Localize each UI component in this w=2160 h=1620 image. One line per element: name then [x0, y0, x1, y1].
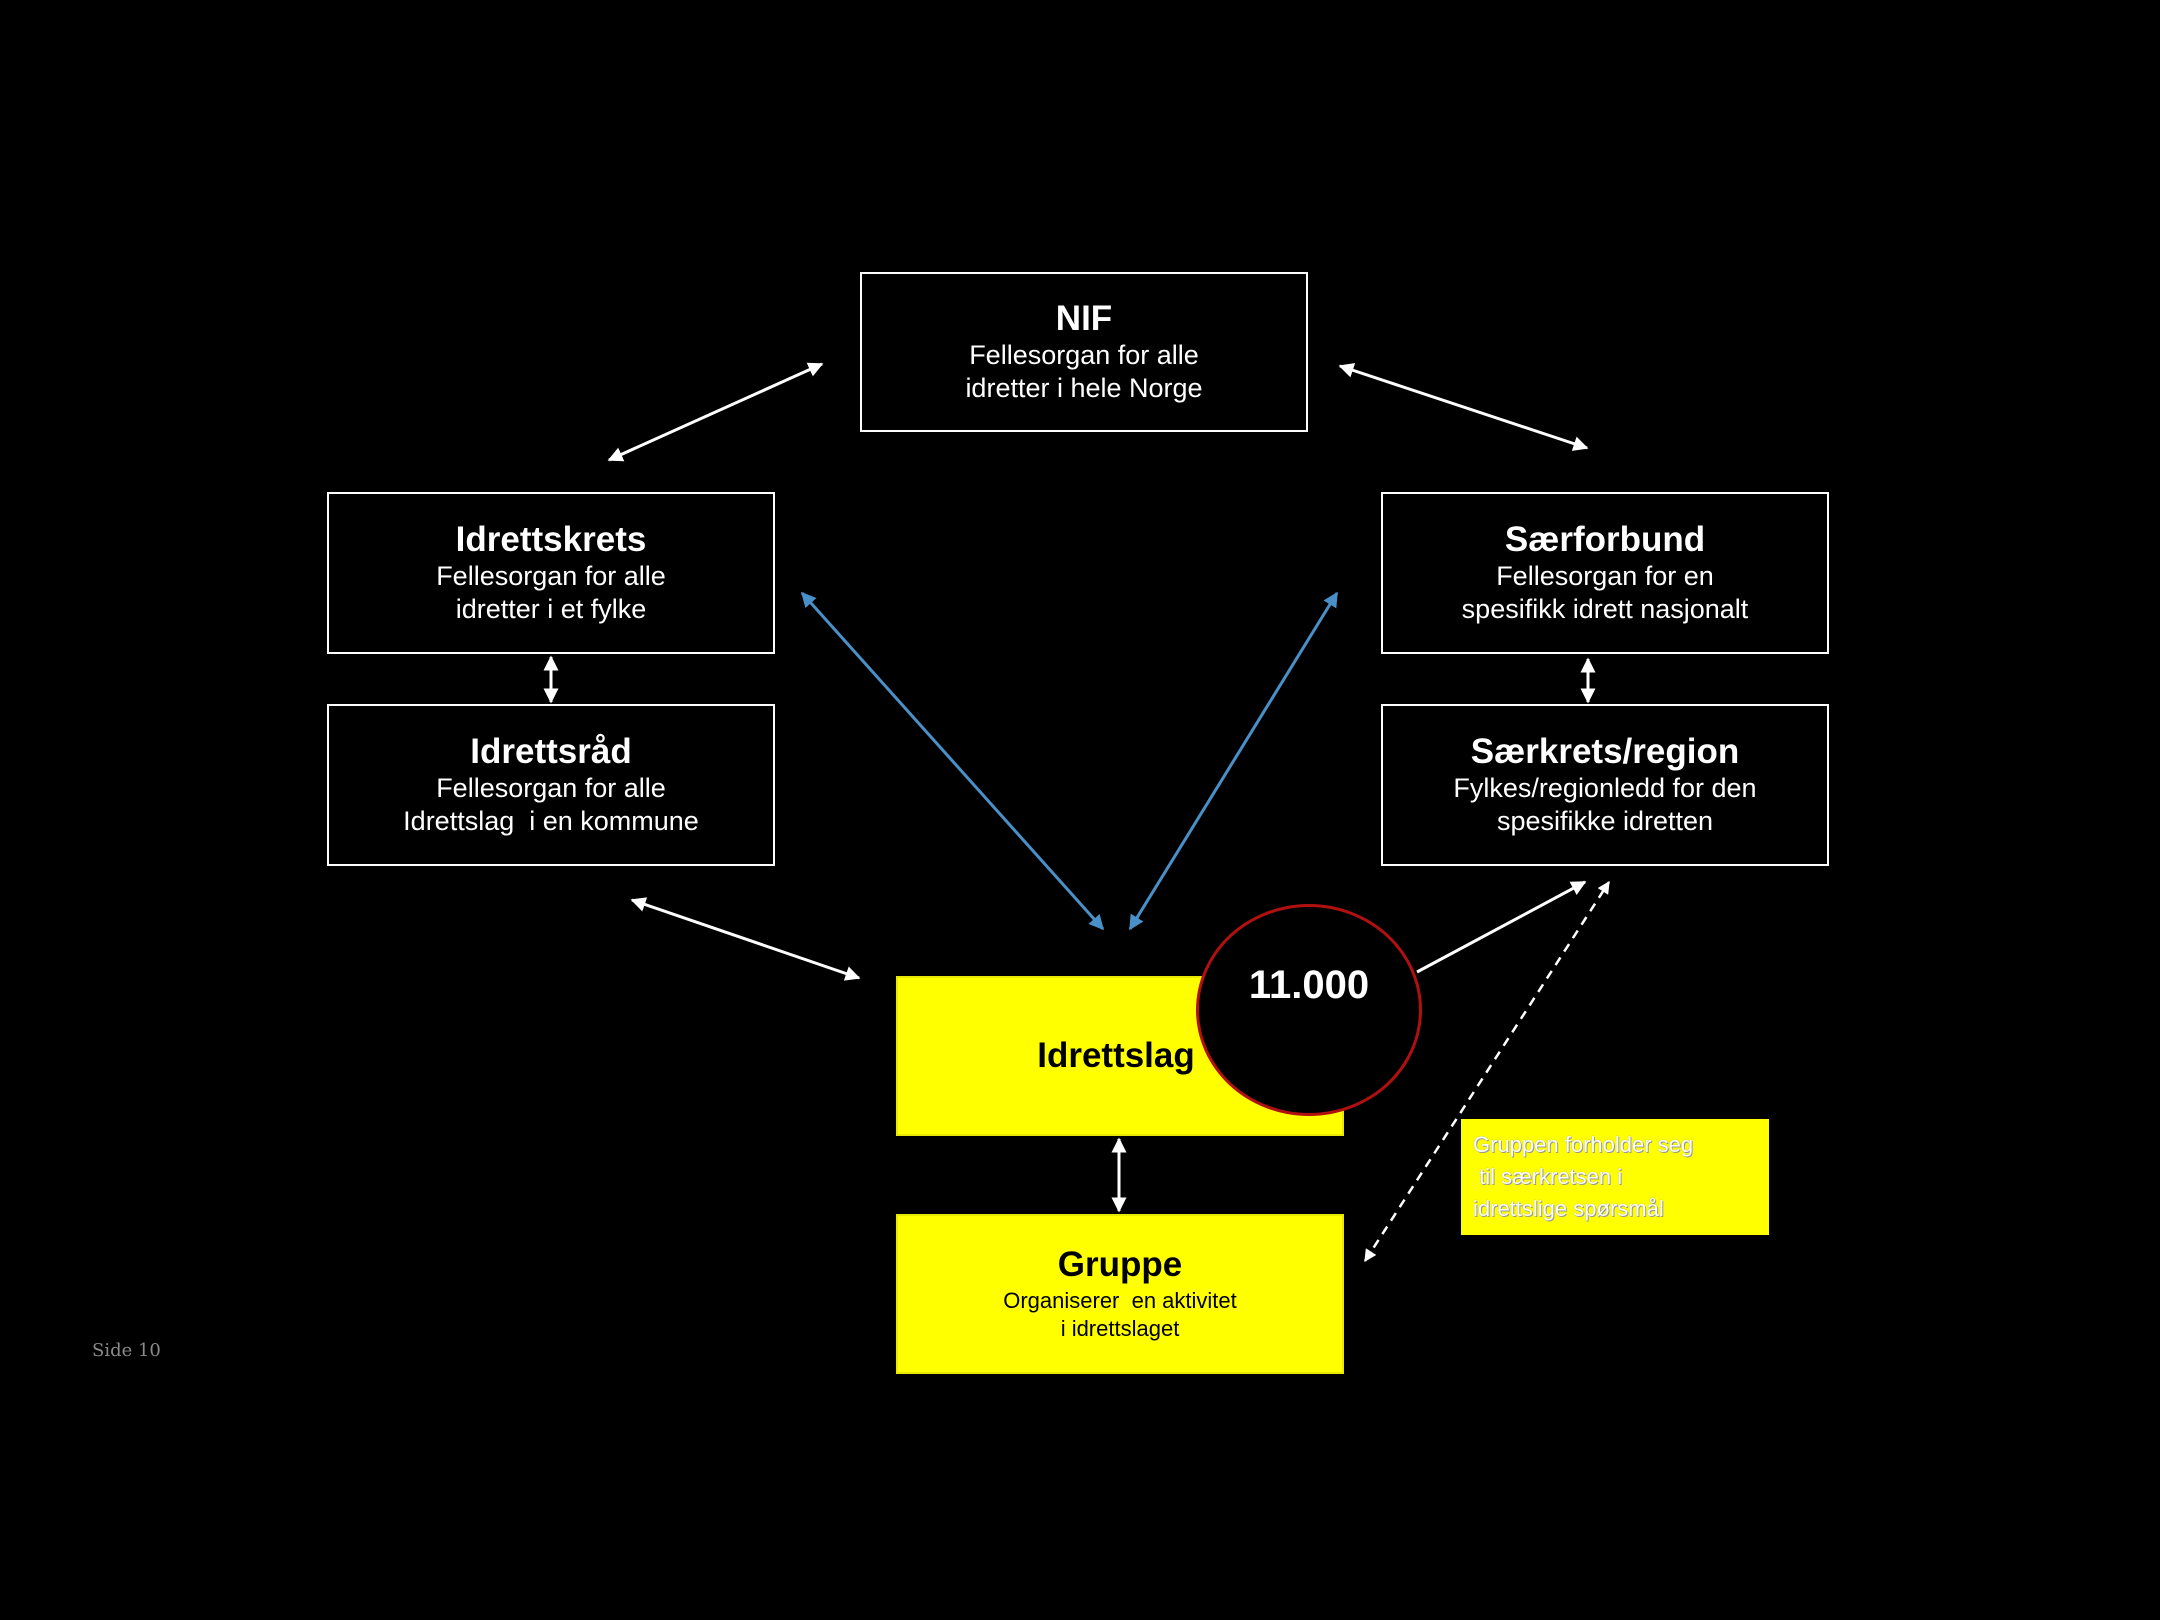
node-nif: NIF Fellesorgan for alle idretter i hele…	[860, 272, 1308, 432]
arrow-nif-saerforbund	[1338, 363, 1589, 451]
node-idrettskrets: Idrettskrets Fellesorgan for alle idrett…	[327, 492, 775, 654]
arrow-nif-idrettskrets	[607, 362, 824, 462]
node-idrettskrets-line2: idretter i et fylke	[455, 594, 647, 624]
node-nif-line2: idretter i hele Norge	[965, 373, 1203, 403]
node-idrettsrad-title: Idrettsråd	[470, 732, 632, 771]
node-gruppe-line2: i idrettslaget	[1060, 1316, 1180, 1341]
node-saerkrets: Særkrets/region Fylkes/regionledd for de…	[1381, 704, 1829, 866]
node-saerkrets-line2: spesifikke idretten	[1496, 806, 1714, 836]
node-gruppe-line1: Organiserer en aktivitet	[1003, 1288, 1237, 1313]
arrow-gruppe-saerkrets-dashed	[1363, 880, 1611, 1263]
node-saerforbund: Særforbund Fellesorgan for en spesifikk …	[1381, 492, 1829, 654]
count-badge-value: 11.000	[1248, 962, 1370, 1007]
note-box: Gruppen forholder seg til særkretsen i i…	[1461, 1119, 1769, 1235]
node-saerforbund-line1: Fellesorgan for en	[1496, 561, 1714, 591]
node-idrettskrets-title: Idrettskrets	[455, 520, 647, 559]
node-gruppe-title: Gruppe	[1057, 1245, 1183, 1284]
node-idrettskrets-line1: Fellesorgan for alle	[436, 561, 666, 591]
arrow-idrettsrad-idrettslag	[630, 897, 861, 981]
node-saerforbund-line2: spesifikk idrett nasjonalt	[1461, 594, 1749, 624]
count-badge: 11.000	[1196, 904, 1422, 1116]
node-idrettslag-title: Idrettslag	[1037, 1036, 1195, 1075]
node-nif-line1: Fellesorgan for alle	[969, 340, 1199, 370]
arrow-idrettskrets-idrettslag	[800, 591, 1105, 931]
node-nif-title: NIF	[1055, 299, 1113, 338]
node-gruppe: Gruppe Organiserer en aktivitet i idrett…	[896, 1214, 1344, 1374]
page-footer: Side 10	[92, 1340, 161, 1361]
node-idrettsrad: Idrettsråd Fellesorgan for alle Idrettsl…	[327, 704, 775, 866]
node-idrettsrad-line1: Fellesorgan for alle	[436, 773, 666, 803]
node-saerkrets-line1: Fylkes/regionledd for den	[1453, 773, 1757, 803]
node-saerkrets-title: Særkrets/region	[1470, 732, 1740, 771]
node-idrettsrad-line2: Idrettslag i en kommune	[403, 806, 699, 836]
node-saerforbund-title: Særforbund	[1504, 520, 1706, 559]
arrow-saerforbund-idrettslag	[1128, 591, 1339, 931]
